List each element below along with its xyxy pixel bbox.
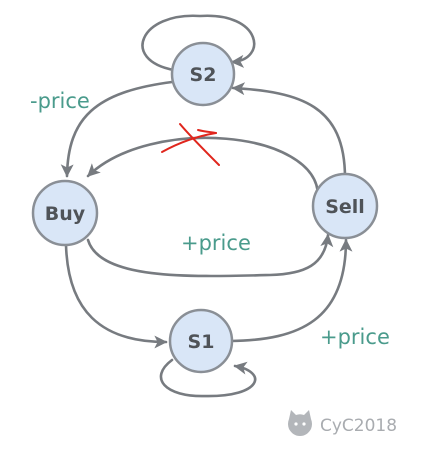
node-s1: S1	[168, 308, 234, 374]
node-sell: Sell	[311, 172, 379, 240]
edge-sell-to-buy	[86, 136, 320, 198]
edge-s1-self-loop	[159, 358, 257, 398]
watermark-text: CyC2018	[320, 416, 397, 436]
node-buy: Buy	[31, 179, 99, 247]
node-sell-label: Sell	[325, 196, 365, 218]
cross-out-mark	[161, 123, 220, 166]
edge-label-s1-to-sell: +price	[320, 325, 390, 349]
node-s2: S2	[170, 41, 236, 107]
edge-buy-to-s1	[64, 243, 168, 349]
watermark: CyC2018	[288, 410, 397, 436]
github-octocat-icon	[288, 410, 312, 436]
edge-buy-to-sell	[86, 233, 334, 278]
node-s1-label: S1	[188, 331, 215, 353]
node-s2-label: S2	[190, 64, 217, 86]
edge-sell-to-s2	[231, 82, 347, 180]
edge-s2-self-loop	[141, 14, 256, 72]
edge-label-buy-to-sell: +price	[181, 231, 251, 255]
edge-label-s2-to-buy: -price	[30, 89, 90, 113]
edge-s1-to-sell	[229, 238, 353, 343]
edge-s2-to-buy	[60, 80, 174, 178]
node-buy-label: Buy	[45, 203, 86, 225]
